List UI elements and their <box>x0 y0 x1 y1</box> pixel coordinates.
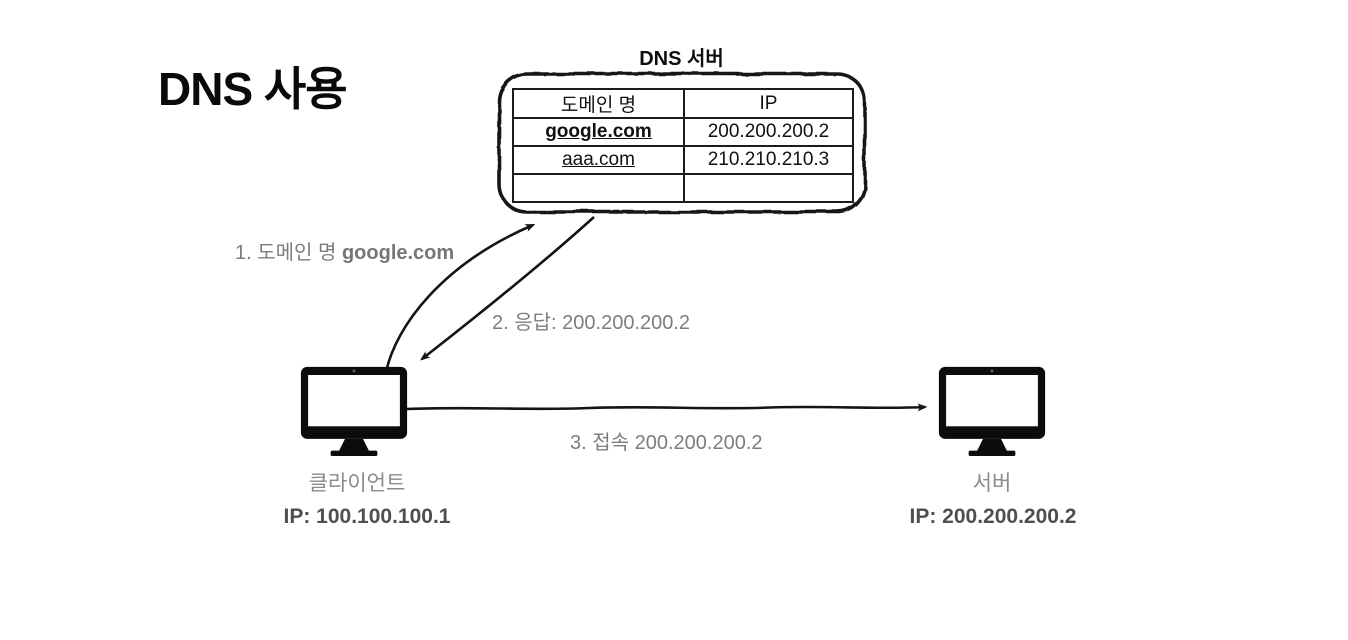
dns-row-domain <box>512 173 685 203</box>
dns-table: 도메인 명 IP google.com 200.200.200.2 aaa.co… <box>512 88 854 203</box>
client-monitor-icon <box>300 366 408 456</box>
table-row <box>512 173 854 203</box>
arrow-connect <box>406 403 928 412</box>
client-label: 클라이언트 <box>308 472 406 495</box>
dns-row-ip <box>683 173 854 203</box>
step-2-label: 2. 응답: 200.200.200.2 <box>492 312 691 334</box>
step-1-label: 1. 도메인 명 google.com <box>235 236 454 265</box>
dns-row-domain: aaa.com <box>562 149 635 170</box>
server-label: 서버 <box>972 472 1012 495</box>
table-row: aaa.com 210.210.210.3 <box>512 145 854 175</box>
step-1-domain: google.com <box>341 242 455 264</box>
dns-table-header-row: 도메인 명 IP <box>512 88 854 119</box>
dns-table-header-ip: IP <box>683 88 854 119</box>
dns-row-ip: 210.210.210.3 <box>683 145 854 175</box>
dns-row-domain: google.com <box>545 121 652 142</box>
page-title: DNS 사용 <box>158 63 348 115</box>
dns-table-header-domain: 도메인 명 <box>512 88 685 119</box>
step-1-prefix: 1. 도메인 명 <box>235 242 342 264</box>
table-row: google.com 200.200.200.2 <box>512 117 854 147</box>
server-ip-label: IP: 200.200.200.2 <box>909 505 1077 528</box>
step-3-label: 3. 접속 200.200.200.2 <box>570 432 763 454</box>
dns-server-label: DNS 서버 <box>639 48 724 70</box>
dns-row-ip: 200.200.200.2 <box>683 117 854 147</box>
client-ip-label: IP: 100.100.100.1 <box>283 505 451 528</box>
server-monitor-icon <box>938 366 1046 456</box>
